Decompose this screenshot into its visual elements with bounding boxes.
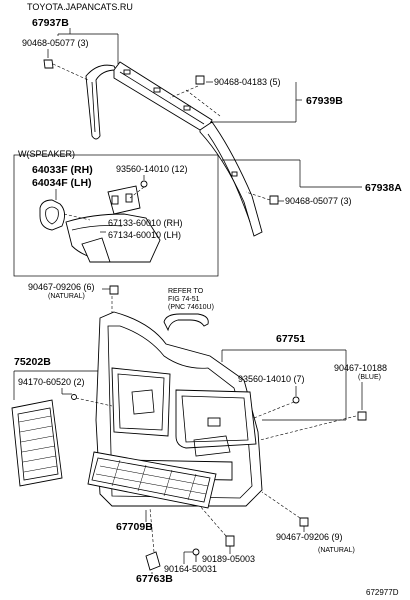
watermark-text: TOYOTA.JAPANCATS.RU [27, 2, 133, 12]
callout-90467-09206-6-note: (NATURAL) [48, 293, 85, 300]
clip-icon [43, 59, 54, 69]
net-67709b-drawing [87, 451, 217, 509]
speaker-panel-drawing [39, 199, 161, 263]
callout-90467-09206-6[interactable]: 90467-09206 (6) [28, 282, 95, 292]
speaker-grille-drawing [11, 399, 63, 487]
callout-67751[interactable]: 67751 [276, 333, 305, 345]
callout-90468-05077-right[interactable]: 90468-05077 (3) [285, 196, 352, 206]
callout-67709b[interactable]: 67709B [116, 521, 153, 533]
screw-icon [192, 548, 200, 562]
speaker-box-title: W(SPEAKER) [18, 149, 75, 159]
callout-67763b[interactable]: 67763B [136, 573, 173, 585]
callout-90467-09206-9-note: (NATURAL) [318, 547, 355, 554]
callout-90467-09206-9[interactable]: 90467-09206 (9) [276, 532, 343, 542]
speaker-bracket-drawing [107, 185, 141, 215]
clip-icon [299, 517, 309, 527]
refer-note-line2: FIG 74-51 [168, 296, 200, 303]
callout-90467-10188[interactable]: 90467-10188 [334, 363, 387, 373]
screw-icon [140, 180, 148, 188]
clip-icon [109, 285, 119, 295]
clip-icon [195, 75, 205, 85]
screw-icon [71, 394, 77, 400]
door-side-garnish-67938a-drawing [199, 121, 263, 237]
callout-93560-14010-12[interactable]: 93560-14010 (12) [116, 164, 188, 174]
callout-93560-14010-7[interactable]: 93560-14010 (7) [238, 374, 305, 384]
callout-90468-04183[interactable]: 90468-04183 (5) [214, 77, 281, 87]
callout-90164-50031[interactable]: 90164-50031 [164, 564, 217, 574]
callout-67938a[interactable]: 67938A [365, 182, 402, 194]
assist-grip-drawing [163, 313, 209, 332]
callout-64033f[interactable]: 64033F (RH) [32, 164, 93, 176]
clip-icon [357, 411, 367, 421]
roof-garnish-67939b-drawing [113, 61, 213, 133]
callout-64034f[interactable]: 64034F (LH) [32, 177, 92, 189]
callout-75202b[interactable]: 75202B [14, 356, 51, 368]
callout-67939b[interactable]: 67939B [306, 95, 343, 107]
callout-90468-05077-top[interactable]: 90468-05077 (3) [22, 38, 89, 48]
callout-67133[interactable]: 67133-60010 (RH) [108, 218, 183, 228]
clip-icon [269, 195, 279, 205]
callout-67937b[interactable]: 67937B [32, 17, 69, 29]
refer-note-line3: (PNC 74610U) [168, 304, 214, 311]
speaker-inset-frame [13, 154, 219, 277]
callout-67134[interactable]: 67134-60010 (LH) [108, 230, 181, 240]
screw-icon [292, 396, 300, 404]
refer-note-line1: REFER TO [168, 288, 204, 295]
diagram-code: 672977D [366, 588, 399, 597]
callout-90467-10188-note: (BLUE) [358, 374, 381, 381]
callout-90189-05003[interactable]: 90189-05003 [202, 554, 255, 564]
pillar-garnish-67937b-drawing [85, 64, 117, 140]
cap-67763b-drawing [145, 551, 161, 571]
clip-icon [225, 535, 235, 547]
callout-94170-60520[interactable]: 94170-60520 (2) [18, 377, 85, 387]
